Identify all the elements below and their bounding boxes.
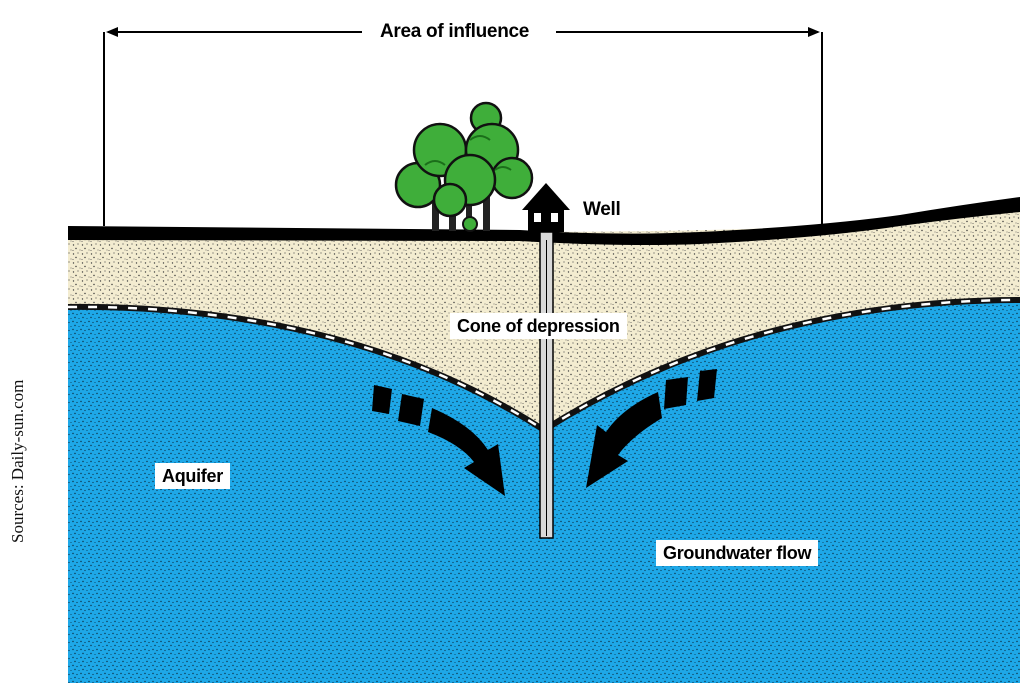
flow-arrow-icon: [372, 385, 505, 496]
area-of-influence-label: Area of influence: [380, 21, 530, 42]
aquifer-label: Aquifer: [155, 463, 230, 489]
source-credit-text: Sources: Daily-sun.com: [8, 379, 27, 543]
area-of-influence-bracket: [103, 27, 823, 226]
ground-surface-line: [68, 197, 1020, 245]
water-table-dashes: [67, 298, 1021, 432]
well-pipe: [539, 231, 554, 539]
well-label: Well: [583, 199, 621, 220]
flow-arrow-icon: [586, 369, 717, 488]
tree-icon: [394, 101, 534, 232]
cone-of-depression-label: Cone of depression: [450, 313, 627, 339]
well-house-icon: [522, 183, 570, 232]
groundwater-flow-label: Groundwater flow: [656, 540, 819, 566]
